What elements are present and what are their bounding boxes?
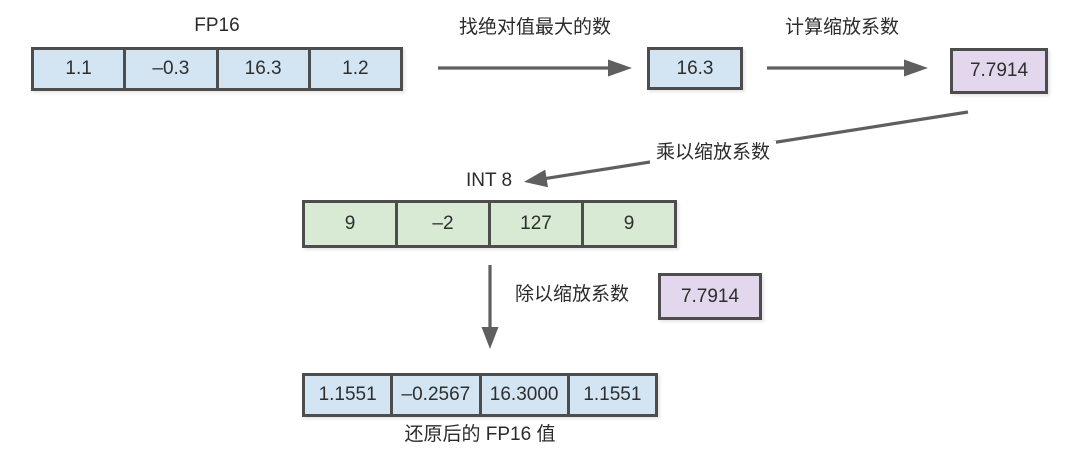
max-value-box: 16.3 (647, 47, 743, 90)
scale-factor-box-bottom: 7.7914 (658, 273, 762, 320)
step-divide-scale-label: 除以缩放系数 (514, 284, 629, 305)
fp16-cell: 1.1 (34, 50, 124, 88)
restored-cell: 16.3000 (478, 376, 567, 414)
fp16-cell: –0.3 (123, 50, 216, 88)
int8-cell: 9 (305, 203, 395, 245)
fp16-cell: 1.2 (307, 50, 400, 88)
int8-cell: 9 (581, 203, 674, 245)
int8-cell: 127 (488, 203, 581, 245)
step-multiply-scale-label: 乘以缩放系数 (650, 141, 777, 165)
step-find-max-label: 找绝对值最大的数 (458, 17, 611, 38)
arrow-compute-scale-icon (767, 59, 928, 77)
restored-cell: 1.1551 (566, 376, 655, 414)
restored-fp16-row: 1.1551 –0.2567 16.3000 1.1551 (302, 373, 658, 417)
int8-cell: –2 (395, 203, 488, 245)
arrow-divide-scale-icon (481, 265, 499, 349)
step-compute-scale-label: 计算缩放系数 (784, 17, 899, 38)
arrow-find-max-icon (438, 59, 632, 77)
scale-factor-box-top: 7.7914 (950, 48, 1048, 94)
fp16-row-title: FP16 (194, 15, 240, 36)
restored-cell: –0.2567 (390, 376, 479, 414)
fp16-cell: 16.3 (215, 50, 308, 88)
fp16-row: 1.1 –0.3 16.3 1.2 (31, 47, 403, 91)
restored-row-title: 还原后的 FP16 值 (404, 424, 556, 445)
int8-row: 9 –2 127 9 (302, 200, 677, 248)
restored-cell: 1.1551 (305, 376, 391, 414)
int8-row-title: INT 8 (465, 170, 513, 191)
